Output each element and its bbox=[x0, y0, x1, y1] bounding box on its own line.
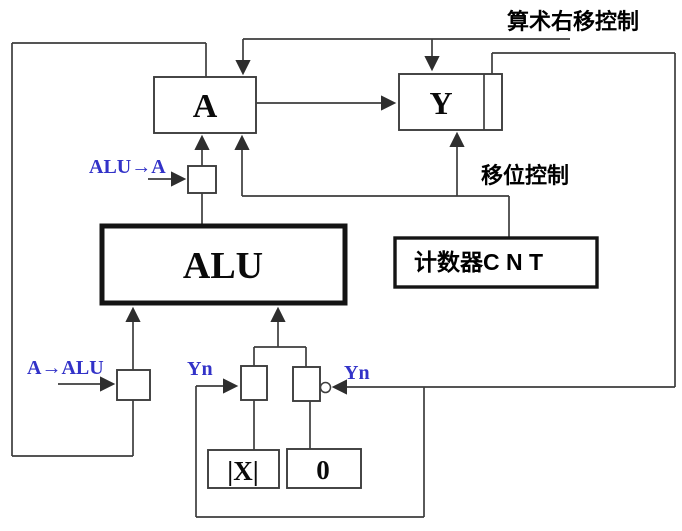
label-yn-right: Yn bbox=[344, 362, 370, 384]
counter-cnt-label: 计数器C N T bbox=[414, 249, 543, 275]
abs-x-label: |X| bbox=[227, 456, 258, 486]
label-arith-right-shift-control: 算术右移控制 bbox=[507, 9, 639, 34]
alu-box bbox=[99, 223, 348, 306]
yn-inverted-gate-box bbox=[292, 366, 321, 402]
alu-label: ALU bbox=[183, 245, 263, 287]
register-a-box bbox=[153, 76, 257, 134]
label-shift-control: 移位控制 bbox=[481, 163, 569, 188]
zero-label: 0 bbox=[316, 455, 330, 485]
register-y-label: Y bbox=[429, 85, 452, 121]
zero-box bbox=[286, 448, 362, 489]
counter-cnt-box bbox=[393, 236, 599, 289]
yn-gate-box bbox=[240, 365, 268, 401]
label-a-to-alu: A→ALU bbox=[27, 357, 104, 379]
a-to-alu-gate-box bbox=[116, 369, 151, 401]
alu-to-a-gate-box bbox=[187, 165, 217, 194]
label-yn-left: Yn bbox=[187, 358, 213, 380]
register-a-label: A bbox=[193, 88, 218, 125]
inverter-bubble-icon bbox=[319, 381, 332, 394]
label-alu-to-a: ALU→A bbox=[89, 156, 166, 178]
abs-x-box bbox=[207, 449, 280, 489]
